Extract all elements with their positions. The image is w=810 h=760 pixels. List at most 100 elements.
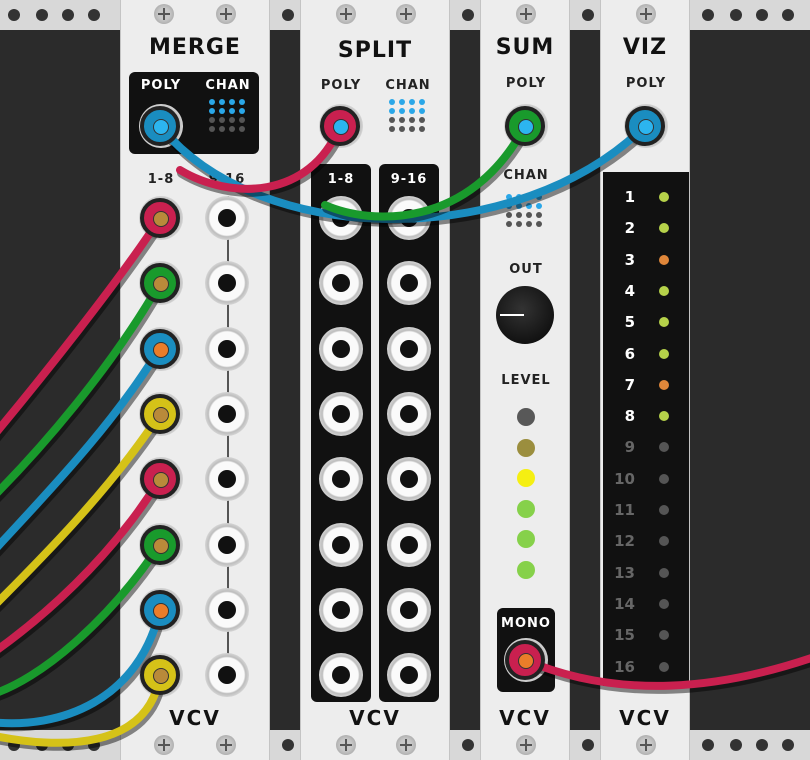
split-output-jack-16[interactable] — [387, 653, 431, 698]
sum-poly-plug[interactable] — [505, 106, 545, 146]
channel-dot — [399, 99, 405, 105]
merge-input-plug-6[interactable] — [140, 524, 180, 565]
channel-number: 1 — [624, 188, 635, 206]
merge-input-plug-7[interactable] — [140, 589, 180, 630]
rail-hole — [756, 739, 768, 751]
channel-dot — [229, 99, 235, 105]
vcv-logo: VCV — [499, 706, 551, 730]
merge-input-jack-14[interactable] — [205, 522, 249, 567]
merge-poly-plug[interactable] — [140, 106, 180, 146]
merge-input-plug-5[interactable] — [140, 459, 180, 500]
poly-label: POLY — [625, 76, 667, 91]
merge-input-jack-10[interactable] — [205, 261, 249, 306]
rail-hole — [62, 739, 74, 751]
channel-led — [659, 348, 669, 359]
channel-dot — [419, 117, 425, 123]
split-output-jack-6[interactable] — [319, 522, 363, 567]
channel-number: 7 — [624, 375, 635, 394]
channel-dot — [526, 212, 532, 218]
channel-dot — [209, 108, 215, 114]
viz-poly-plug[interactable] — [625, 106, 665, 146]
merge-input-plug-1[interactable] — [140, 198, 180, 238]
inputs-9-16-label: 9-16 — [208, 172, 246, 187]
split-output-jack-2[interactable] — [319, 261, 363, 306]
poly-label: POLY — [320, 78, 362, 93]
level-led — [517, 499, 535, 518]
module-title: VIZ — [622, 35, 668, 60]
merge-input-jack-15[interactable] — [205, 587, 249, 632]
channel-number: 11 — [614, 501, 635, 519]
merge-input-jack-16[interactable] — [205, 653, 249, 698]
merge-input-jack-13[interactable] — [205, 457, 249, 502]
merge-input-plug-8[interactable] — [140, 655, 180, 696]
split-output-jack-3[interactable] — [319, 326, 363, 371]
level-led — [517, 408, 535, 426]
split-output-jack-4[interactable] — [319, 391, 363, 436]
channel-display — [603, 172, 689, 686]
channel-number: 2 — [624, 219, 635, 238]
split-output-jack-12[interactable] — [387, 391, 431, 436]
channel-count-display — [209, 99, 246, 135]
channel-led — [659, 223, 669, 234]
channel-number: 6 — [624, 344, 635, 363]
channel-dot — [209, 117, 215, 123]
split-output-jack-5[interactable] — [319, 457, 363, 502]
rail-hole — [462, 739, 474, 751]
channel-dot — [239, 126, 245, 132]
split-output-jack-15[interactable] — [387, 587, 431, 632]
module-title: SUM — [495, 35, 555, 60]
merge-input-jack-12[interactable] — [205, 391, 249, 436]
module-title: SPLIT — [337, 38, 413, 63]
channel-dot — [219, 126, 225, 132]
screw-icon — [216, 735, 236, 755]
channel-dot — [389, 126, 395, 132]
screw-icon — [154, 4, 174, 24]
channel-dot — [209, 126, 215, 132]
screw-icon — [336, 4, 356, 24]
out-label: OUT — [509, 262, 543, 277]
rail-hole — [282, 9, 294, 21]
knob-pointer — [500, 314, 524, 316]
split-output-jack-10[interactable] — [387, 261, 431, 306]
split-output-jack-13[interactable] — [387, 457, 431, 502]
channel-dot — [389, 117, 395, 123]
channel-dot — [409, 126, 415, 132]
split-output-jack-9[interactable] — [387, 196, 431, 240]
merge-input-plug-4[interactable] — [140, 393, 180, 434]
rail-hole — [756, 9, 768, 21]
channel-led — [659, 598, 669, 609]
split-output-jack-1[interactable] — [319, 196, 363, 240]
split-output-jack-14[interactable] — [387, 522, 431, 567]
channel-led — [659, 285, 669, 296]
chan-label: CHAN — [385, 78, 431, 93]
split-output-jack-11[interactable] — [387, 326, 431, 371]
channel-dot — [229, 108, 235, 114]
channel-dot — [239, 117, 245, 123]
split-poly-plug[interactable] — [320, 106, 360, 146]
mono-label: MONO — [501, 616, 551, 631]
merge-input-plug-3[interactable] — [140, 328, 180, 369]
split-output-jack-8[interactable] — [319, 653, 363, 698]
channel-led — [659, 567, 669, 578]
rail-hole — [462, 9, 474, 21]
merge-input-jack-11[interactable] — [205, 326, 249, 371]
channel-count-display — [389, 99, 426, 135]
level-led — [517, 469, 535, 487]
channel-number: 12 — [614, 532, 635, 551]
normal-chain-line — [227, 196, 229, 676]
channel-dot — [536, 194, 542, 200]
out-level-knob[interactable] — [496, 286, 554, 344]
split-output-jack-7[interactable] — [319, 587, 363, 632]
channel-dot — [209, 99, 215, 105]
sum-mono-plug[interactable] — [505, 640, 545, 680]
merge-input-jack-9[interactable] — [205, 196, 249, 240]
channel-led — [659, 536, 669, 547]
rail-hole — [782, 739, 794, 751]
merge-input-plug-2[interactable] — [140, 263, 180, 304]
channel-dot — [536, 221, 542, 227]
rail-hole — [702, 739, 714, 751]
chan-label: CHAN — [503, 168, 549, 183]
channel-led — [659, 254, 669, 265]
rail-hole — [582, 9, 594, 21]
channel-dot — [506, 221, 512, 227]
